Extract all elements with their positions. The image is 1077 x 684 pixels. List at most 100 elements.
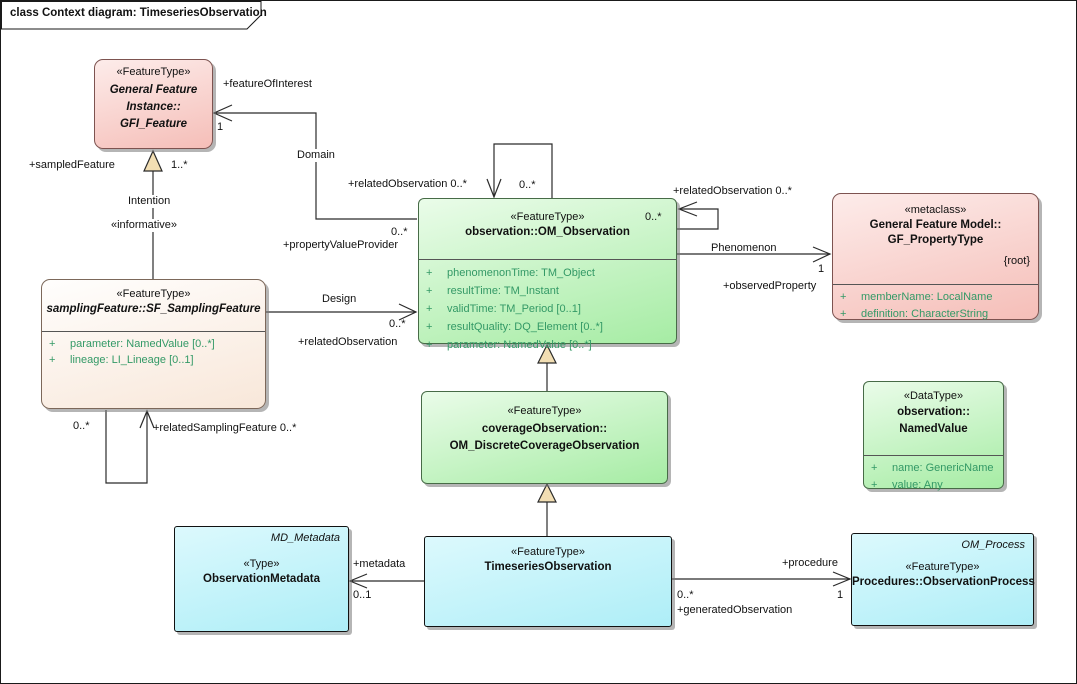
class-named-value[interactable]: «DataType» observation:: NamedValue + na… — [863, 381, 1004, 491]
class-header: «FeatureType» observation::OM_Observatio… — [419, 199, 676, 260]
stereotype: «DataType» — [903, 390, 964, 402]
attribute-compartment: + phenomenonTime: TM_Object + resultTime… — [419, 260, 676, 354]
attribute-compartment: + memberName: LocalName + definition: Ch… — [833, 285, 1038, 323]
edge-related-observation-right-loop[interactable] — [677, 208, 719, 230]
class-header: «FeatureType» Procedures::ObservationPro… — [852, 534, 1035, 590]
open-arrow-feature-of-interest — [212, 104, 233, 122]
role-label-related-observation-top: +relatedObservation 0..* — [348, 178, 467, 190]
multiplicity-label: 0..* — [389, 318, 406, 330]
class-header: «DataType» observation:: NamedValue — [864, 382, 1003, 456]
visibility: + — [871, 462, 878, 474]
class-name-line: TimeseriesObservation — [484, 561, 612, 573]
visibility: + — [49, 338, 56, 350]
attribute-text: resultTime: TM_Instant — [447, 285, 559, 297]
class-header: «FeatureType» TimeseriesObservation — [425, 537, 671, 575]
class-header: «Type» ObservationMetadata — [175, 527, 348, 587]
multiplicity-label: 1 — [217, 121, 224, 133]
role-label-feature-of-interest: +featureOfInterest — [223, 78, 312, 90]
class-name-line: General Feature — [109, 84, 198, 96]
association-name-design: Design — [322, 293, 357, 305]
stereotype: «FeatureType» — [116, 288, 191, 300]
multiplicity-label: 0..* — [677, 589, 694, 601]
class-name-line: OM_DiscreteCoverageObservation — [449, 440, 640, 452]
attribute: + parameter: NamedValue [0..*] — [419, 336, 676, 354]
multiplicity-label: 1 — [837, 589, 844, 601]
attribute-text: phenomenonTime: TM_Object — [447, 267, 595, 279]
attribute-text: definition: CharacterString — [861, 308, 989, 320]
class-name-line: observation::OM_Observation — [465, 226, 630, 238]
role-label-observed-property: +observedProperty — [723, 280, 817, 292]
stereotype: «FeatureType» — [905, 561, 980, 573]
stereotype: «FeatureType» — [116, 66, 191, 78]
association-name-intention: Intention — [126, 195, 173, 208]
multiplicity-label: 0..* — [73, 420, 90, 432]
role-label-property-value-provider: +propertyValueProvider — [283, 239, 399, 251]
class-timeseries-observation[interactable]: «FeatureType» TimeseriesObservation — [424, 536, 672, 627]
role-label-related-observation-right: +relatedObservation 0..* — [673, 185, 792, 197]
class-name-line: Procedures::ObservationProcess — [852, 576, 1035, 588]
multiplicity-label: 0..* — [645, 211, 662, 223]
triangle-arrow-intention — [143, 149, 163, 172]
class-name-line: ObservationMetadata — [203, 573, 320, 585]
edge-related-sampling-feature-loop[interactable] — [105, 410, 148, 484]
attribute-text: parameter: NamedValue [0..*] — [447, 339, 592, 351]
class-sf-sampling-feature[interactable]: «FeatureType» samplingFeature::SF_Sampli… — [41, 279, 266, 409]
multiplicity-label: 0..* — [391, 226, 408, 238]
class-header: «FeatureType» General Feature Instance::… — [95, 60, 212, 133]
edge-feature-of-interest[interactable] — [214, 112, 417, 220]
visibility: + — [840, 291, 847, 303]
attribute: + lineage: LI_Lineage [0..1] — [42, 352, 265, 368]
role-label-generated-observation: +generatedObservation — [677, 604, 793, 616]
attribute: + resultTime: TM_Instant — [419, 282, 676, 300]
attribute-compartment: + name: GenericName + value: Any — [864, 456, 1003, 494]
open-arrow-right-loop — [677, 201, 698, 217]
multiplicity-label: 0..* — [519, 179, 536, 191]
attribute: + validTime: TM_Period [0..1] — [419, 300, 676, 318]
class-name-line: Instance:: — [126, 101, 181, 113]
multiplicity-label: 0..1 — [353, 589, 372, 601]
class-name-line: GF_PropertyType — [887, 234, 984, 246]
attribute-text: name: GenericName — [892, 462, 994, 474]
open-arrow-design — [398, 303, 418, 321]
visibility: + — [426, 267, 433, 279]
visibility: + — [426, 339, 433, 351]
multiplicity-label: 1..* — [171, 159, 188, 171]
class-name-line: observation:: — [897, 406, 970, 418]
visibility: + — [426, 321, 433, 333]
class-name-line: General Feature Model:: — [869, 219, 1002, 231]
stereotype: «metaclass» — [904, 204, 967, 216]
attribute-compartment: + parameter: NamedValue [0..*] + lineage… — [42, 332, 265, 368]
attribute: + value: Any — [864, 477, 1003, 494]
class-name-line: samplingFeature::SF_SamplingFeature — [46, 303, 261, 315]
class-gf-property-type[interactable]: «metaclass» General Feature Model:: GF_P… — [832, 193, 1039, 320]
attribute-text: validTime: TM_Period [0..1] — [447, 303, 581, 315]
class-om-observation[interactable]: «FeatureType» observation::OM_Observatio… — [418, 198, 677, 351]
diagram-frame-title: class Context diagram: TimeseriesObserva… — [10, 7, 267, 19]
visibility: + — [426, 303, 433, 315]
open-arrow-procedure — [832, 571, 852, 587]
role-label-procedure: +procedure — [782, 557, 838, 569]
visibility: + — [426, 285, 433, 297]
parent-class-label: MD_Metadata — [270, 532, 340, 544]
stereotype-label-informative: «informative» — [109, 219, 180, 232]
association-name-domain: Domain — [295, 149, 337, 162]
class-observation-metadata[interactable]: MD_Metadata «Type» ObservationMetadata — [174, 526, 349, 632]
attribute-text: lineage: LI_Lineage [0..1] — [70, 354, 194, 366]
role-label-sampled-feature: +sampledFeature — [29, 159, 115, 171]
triangle-arrow-tso — [537, 482, 557, 503]
open-arrow-sf-loop — [139, 409, 155, 429]
class-header: «FeatureType» samplingFeature::SF_Sampli… — [42, 280, 265, 332]
attribute: + memberName: LocalName — [833, 289, 1038, 306]
role-label-related-sampling-feature: +relatedSamplingFeature 0..* — [153, 422, 297, 434]
stereotype: «FeatureType» — [510, 211, 585, 223]
class-observation-process[interactable]: OM_Process «FeatureType» Procedures::Obs… — [851, 533, 1035, 626]
association-name-phenomenon: Phenomenon — [711, 242, 777, 254]
class-name-line: coverageObservation:: — [481, 423, 608, 435]
attribute: + phenomenonTime: TM_Object — [419, 264, 676, 282]
visibility: + — [840, 308, 847, 320]
class-gfi-feature[interactable]: «FeatureType» General Feature Instance::… — [94, 59, 213, 149]
edge-related-observation-top-loop[interactable] — [493, 143, 553, 198]
stereotype: «FeatureType» — [507, 405, 582, 417]
stereotype: «FeatureType» — [511, 546, 585, 558]
class-om-discrete-coverage-observation[interactable]: «FeatureType» coverageObservation:: OM_D… — [421, 391, 668, 484]
